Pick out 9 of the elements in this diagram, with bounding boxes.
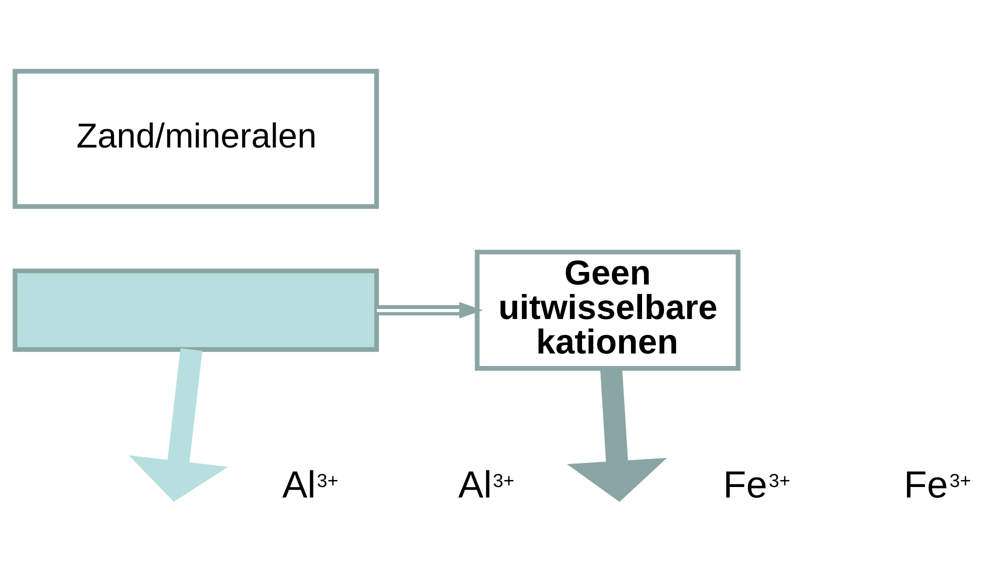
label: Fe$^{3+}$ [904,463,972,506]
node-bar [12,268,379,352]
label: Al$^{3+}$ [282,463,338,506]
arrow [128,348,228,502]
label: Fe$^{3+}$ [723,463,790,506]
node-box: Zand/mineralen [12,68,379,208]
arrow [376,301,483,318]
node-box: Geen uitwisselbare kationen [474,249,740,370]
label: Al$^{3+}$ [458,463,514,506]
